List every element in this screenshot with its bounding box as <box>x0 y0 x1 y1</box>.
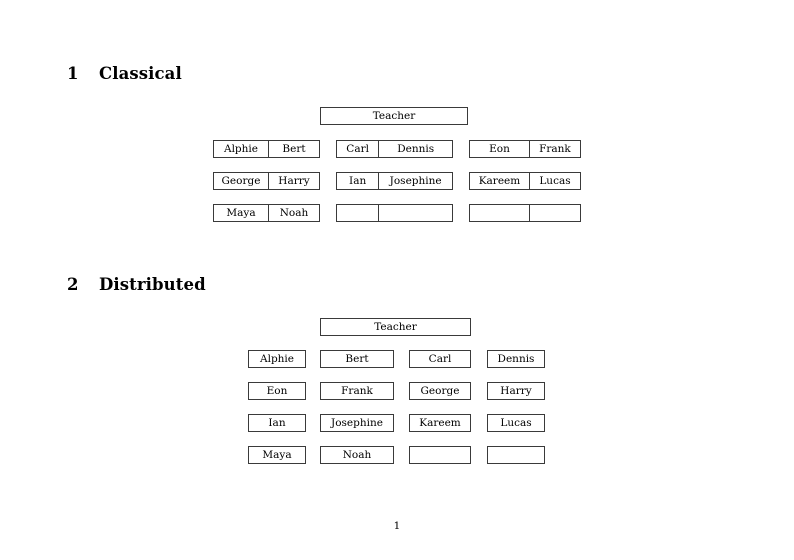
distributed-box: Ian <box>248 414 306 432</box>
classical-group-box: Eon Frank <box>469 140 581 158</box>
classical-group-box: Alphie Bert <box>213 140 320 158</box>
classical-cell: Maya <box>226 206 256 219</box>
classical-cell: Ian <box>349 174 367 187</box>
distributed-box: Lucas <box>487 414 545 432</box>
classical-cell: Bert <box>267 141 319 157</box>
distributed-box: Noah <box>320 446 394 464</box>
distributed-box: Carl <box>409 350 471 368</box>
classical-cell: Noah <box>267 205 319 221</box>
distributed-box: George <box>409 382 471 400</box>
classical-cell: Carl <box>346 142 369 155</box>
classical-cell-empty <box>337 205 378 221</box>
classical-group-box: Maya Noah <box>213 204 320 222</box>
section-number: 1 <box>67 64 79 83</box>
classical-cell: Eon <box>489 142 510 155</box>
classical-group-box-empty <box>336 204 453 222</box>
distributed-box-empty <box>487 446 545 464</box>
section-number: 2 <box>67 275 79 294</box>
classical-cell-empty <box>528 205 580 221</box>
distributed-box: Bert <box>320 350 394 368</box>
distributed-box: Dennis <box>487 350 545 368</box>
classical-cell: Kareem <box>478 174 521 187</box>
distributed-teacher-label: Teacher <box>374 320 417 333</box>
classical-cell-empty <box>470 205 529 221</box>
classical-group-box: Carl Dennis <box>336 140 453 158</box>
classical-group-box: George Harry <box>213 172 320 190</box>
classical-cell: Harry <box>267 173 319 189</box>
classical-cell: George <box>221 174 261 187</box>
classical-cell: Alphie <box>223 142 258 155</box>
classical-cell: Dennis <box>378 141 452 157</box>
distributed-box-empty <box>409 446 471 464</box>
classical-teacher-box: Teacher <box>320 107 468 125</box>
section-heading-classical: 1 Classical <box>67 64 182 83</box>
distributed-box: Maya <box>248 446 306 464</box>
distributed-box: Alphie <box>248 350 306 368</box>
classical-teacher-label: Teacher <box>372 109 416 122</box>
classical-cell: Lucas <box>528 173 580 189</box>
distributed-box: Frank <box>320 382 394 400</box>
classical-group-box-empty <box>469 204 581 222</box>
distributed-box: Harry <box>487 382 545 400</box>
classical-cell: Frank <box>528 141 580 157</box>
section-heading-distributed: 2 Distributed <box>67 275 206 294</box>
classical-cell-empty <box>378 205 452 221</box>
page-number: 1 <box>393 520 401 532</box>
classical-group-box: Ian Josephine <box>336 172 453 190</box>
classical-cell: Josephine <box>378 173 452 189</box>
classical-group-box: Kareem Lucas <box>469 172 581 190</box>
distributed-box: Josephine <box>320 414 394 432</box>
distributed-box: Eon <box>248 382 306 400</box>
distributed-teacher-box: Teacher <box>320 318 471 336</box>
section-title: Classical <box>99 64 182 83</box>
distributed-box: Kareem <box>409 414 471 432</box>
section-title: Distributed <box>99 275 206 294</box>
